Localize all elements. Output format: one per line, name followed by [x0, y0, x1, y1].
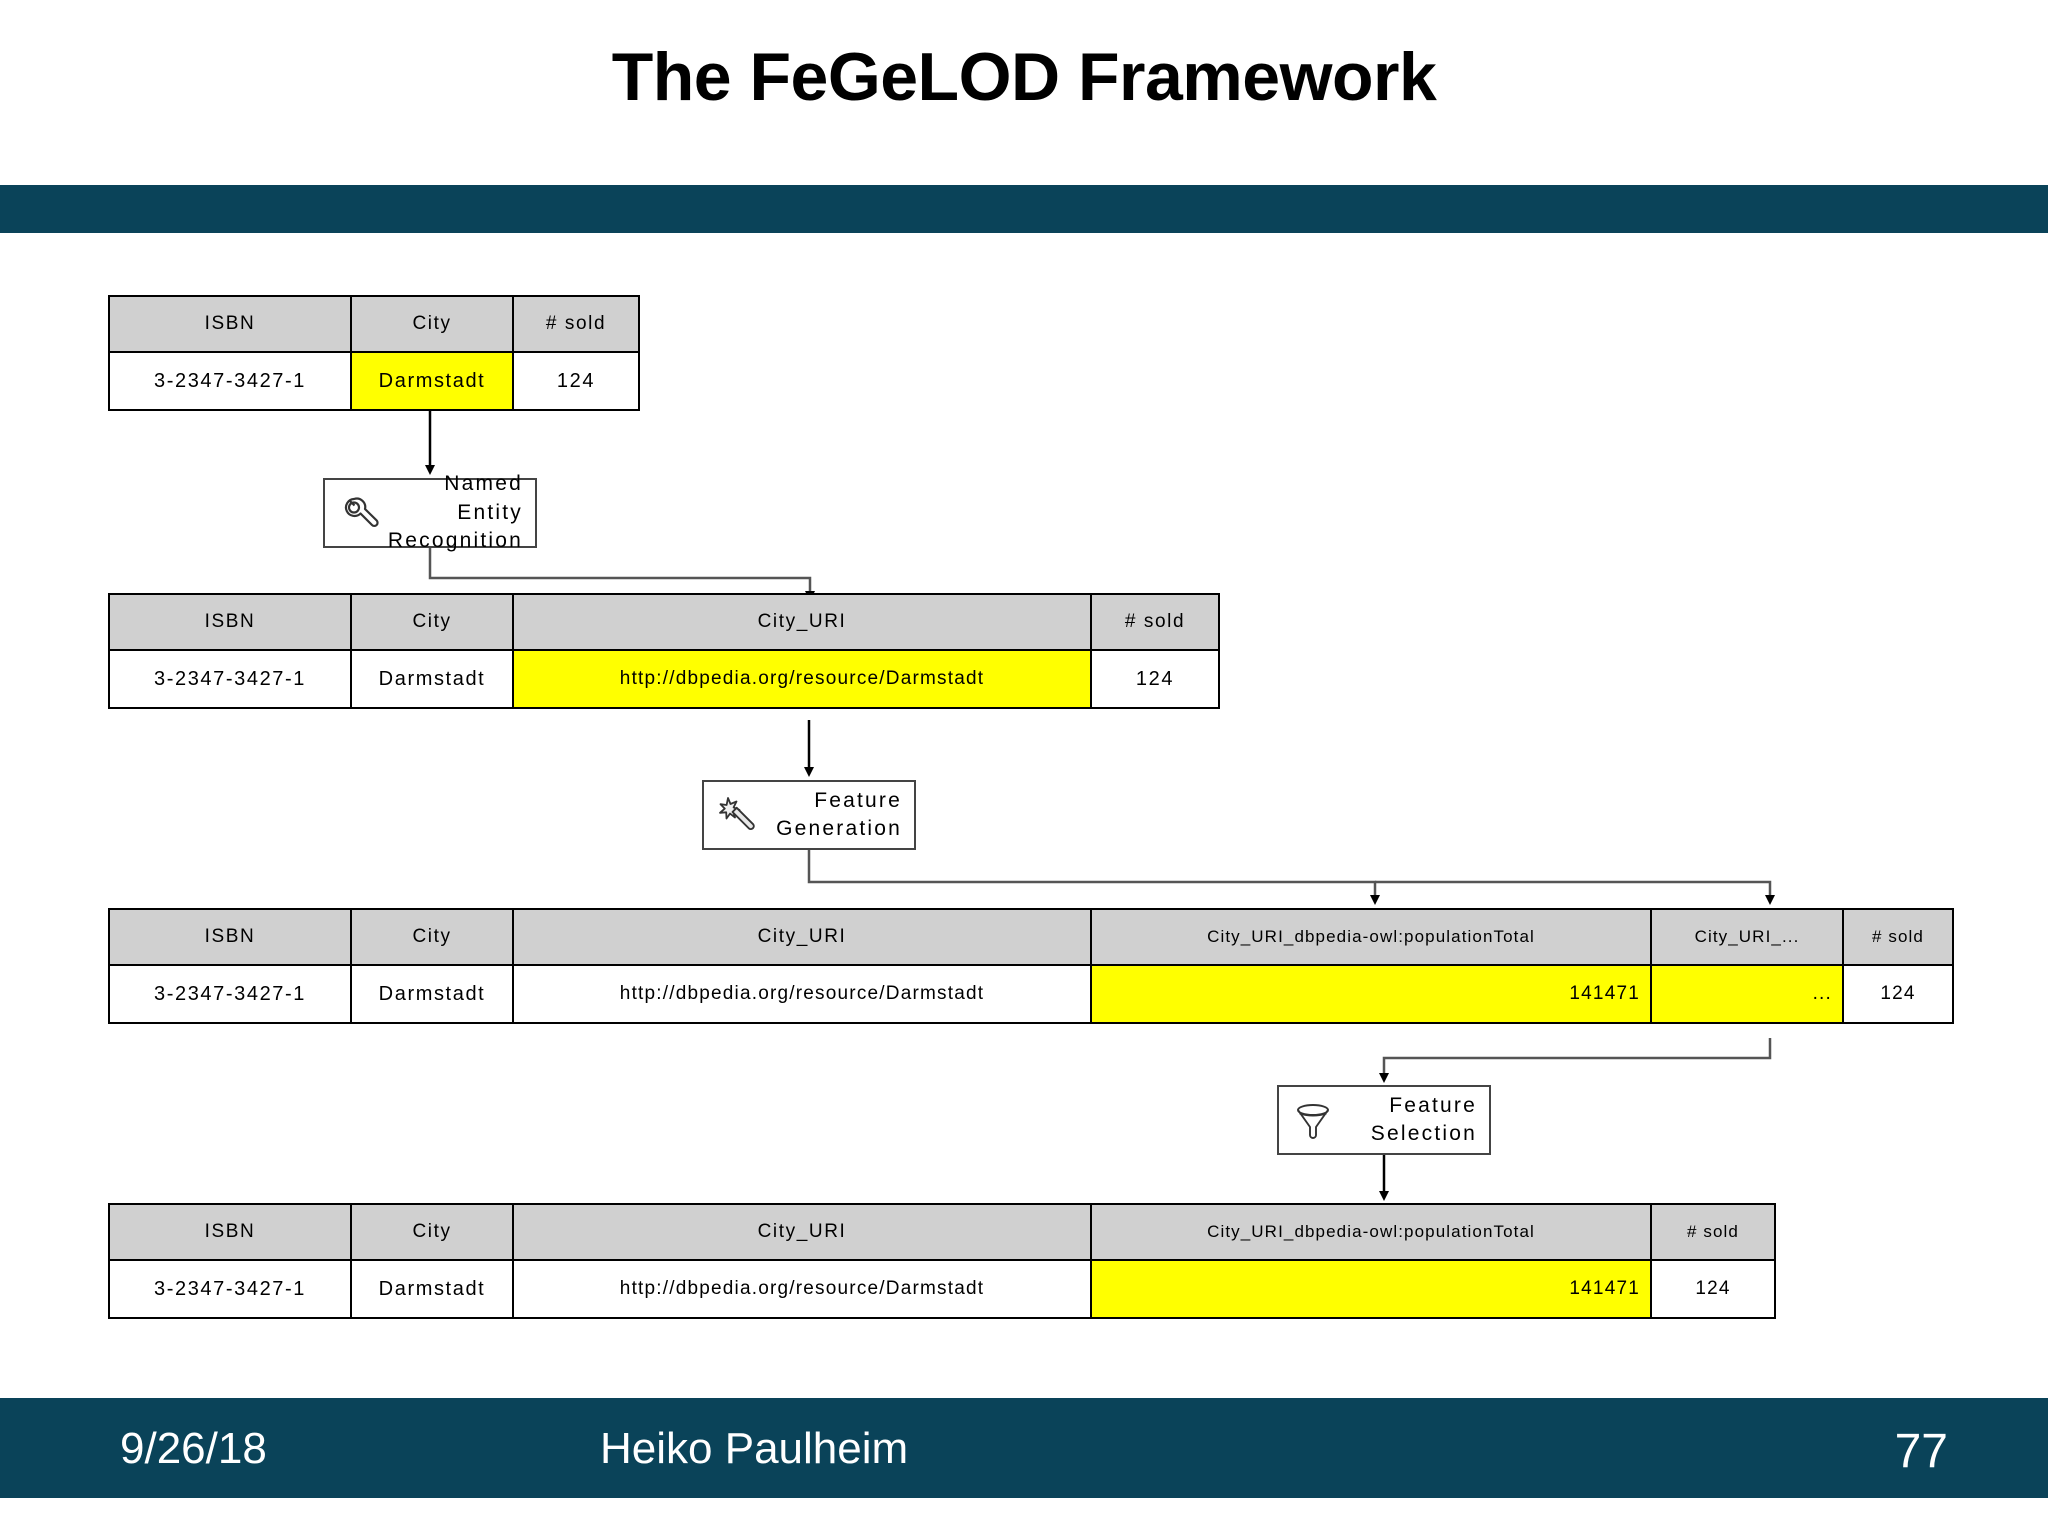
- table-header-row: ISBN City # sold: [108, 295, 640, 353]
- column-header-city-uri: City_URI: [512, 908, 1092, 966]
- step-feature-selection[interactable]: Feature Selection: [1277, 1085, 1491, 1155]
- wrench-icon: [333, 487, 385, 539]
- column-header-isbn: ISBN: [108, 908, 352, 966]
- step-label-line1: Named Entity: [444, 472, 523, 524]
- cell-city-uri: http://dbpedia.org/resource/Darmstadt: [512, 649, 1092, 709]
- column-header-population-total: City_URI_dbpedia-owl:populationTotal: [1090, 908, 1652, 966]
- magic-wand-icon: [712, 789, 764, 841]
- cell-sold: 124: [1842, 964, 1954, 1024]
- cell-city: Darmstadt: [350, 964, 514, 1024]
- step-label: Feature Generation: [764, 787, 914, 844]
- step-named-entity-recognition[interactable]: Named Entity Recognition: [323, 472, 537, 552]
- cell-isbn: 3-2347-3427-1: [108, 649, 352, 709]
- footer-author: Heiko Paulheim: [600, 1424, 909, 1473]
- table-header-row: ISBN City City_URI City_URI_dbpedia-owl:…: [108, 908, 1954, 966]
- cell-city-uri: http://dbpedia.org/resource/Darmstadt: [512, 964, 1092, 1024]
- table-row: 3-2347-3427-1 Darmstadt http://dbpedia.o…: [108, 964, 1954, 1024]
- step-label: Named Entity Recognition: [385, 470, 535, 555]
- cell-population-total: 141471: [1090, 964, 1652, 1024]
- cell-isbn: 3-2347-3427-1: [108, 964, 352, 1024]
- cell-sold: 124: [512, 351, 640, 411]
- table-after-feature-selection: ISBN City City_URI City_URI_dbpedia-owl:…: [108, 1203, 1776, 1319]
- cell-isbn: 3-2347-3427-1: [108, 351, 352, 411]
- cell-city: Darmstadt: [350, 1259, 514, 1319]
- column-header-city: City: [350, 1203, 514, 1261]
- cell-city: Darmstadt: [350, 351, 514, 411]
- step-label-line1: Feature: [1389, 1093, 1477, 1117]
- step-feature-generation[interactable]: Feature Generation: [702, 780, 916, 850]
- footer-page-number: 77: [1894, 1425, 1948, 1478]
- step-label-line2: Selection: [1370, 1122, 1477, 1145]
- column-header-population-total: City_URI_dbpedia-owl:populationTotal: [1090, 1203, 1652, 1261]
- column-header-city: City: [350, 295, 514, 353]
- column-header-city: City: [350, 908, 514, 966]
- cell-city: Darmstadt: [350, 649, 514, 709]
- table-after-ner: ISBN City City_URI # sold 3-2347-3427-1 …: [108, 593, 1220, 709]
- cell-isbn: 3-2347-3427-1: [108, 1259, 352, 1319]
- column-header-isbn: ISBN: [108, 295, 352, 353]
- footer-date: 9/26/18: [120, 1424, 267, 1473]
- column-header-sold: # sold: [1650, 1203, 1776, 1261]
- table-row: 3-2347-3427-1 Darmstadt http://dbpedia.o…: [108, 649, 1220, 709]
- cell-city-uri: http://dbpedia.org/resource/Darmstadt: [512, 1259, 1092, 1319]
- column-header-isbn: ISBN: [108, 1203, 352, 1261]
- column-header-city-uri: City_URI: [512, 1203, 1092, 1261]
- table-row: 3-2347-3427-1 Darmstadt 124: [108, 351, 640, 411]
- column-header-sold: # sold: [512, 295, 640, 353]
- cell-sold: 124: [1650, 1259, 1776, 1319]
- column-header-sold: # sold: [1090, 593, 1220, 651]
- table-input: ISBN City # sold 3-2347-3427-1 Darmstadt…: [108, 295, 640, 411]
- step-label: Feature Selection: [1339, 1092, 1489, 1149]
- footer-band: [0, 1398, 2048, 1498]
- table-row: 3-2347-3427-1 Darmstadt http://dbpedia.o…: [108, 1259, 1776, 1319]
- step-label-line1: Feature: [814, 788, 902, 812]
- column-header-sold: # sold: [1842, 908, 1954, 966]
- table-header-row: ISBN City City_URI City_URI_dbpedia-owl:…: [108, 1203, 1776, 1261]
- title-accent-band: [0, 185, 2048, 233]
- funnel-icon: [1287, 1094, 1339, 1146]
- cell-sold: 124: [1090, 649, 1220, 709]
- cell-population-total: 141471: [1090, 1259, 1652, 1319]
- column-header-city-uri: City_URI: [512, 593, 1092, 651]
- table-after-feature-generation: ISBN City City_URI City_URI_dbpedia-owl:…: [108, 908, 1954, 1024]
- step-label-line2: Generation: [776, 817, 902, 840]
- column-header-city: City: [350, 593, 514, 651]
- table-header-row: ISBN City City_URI # sold: [108, 593, 1220, 651]
- column-header-isbn: ISBN: [108, 593, 352, 651]
- cell-city-uri-more: ...: [1650, 964, 1844, 1024]
- column-header-city-uri-more: City_URI_...: [1650, 908, 1844, 966]
- page-title: The FeGeLOD Framework: [611, 39, 1437, 115]
- step-label-line2: Recognition: [387, 529, 523, 553]
